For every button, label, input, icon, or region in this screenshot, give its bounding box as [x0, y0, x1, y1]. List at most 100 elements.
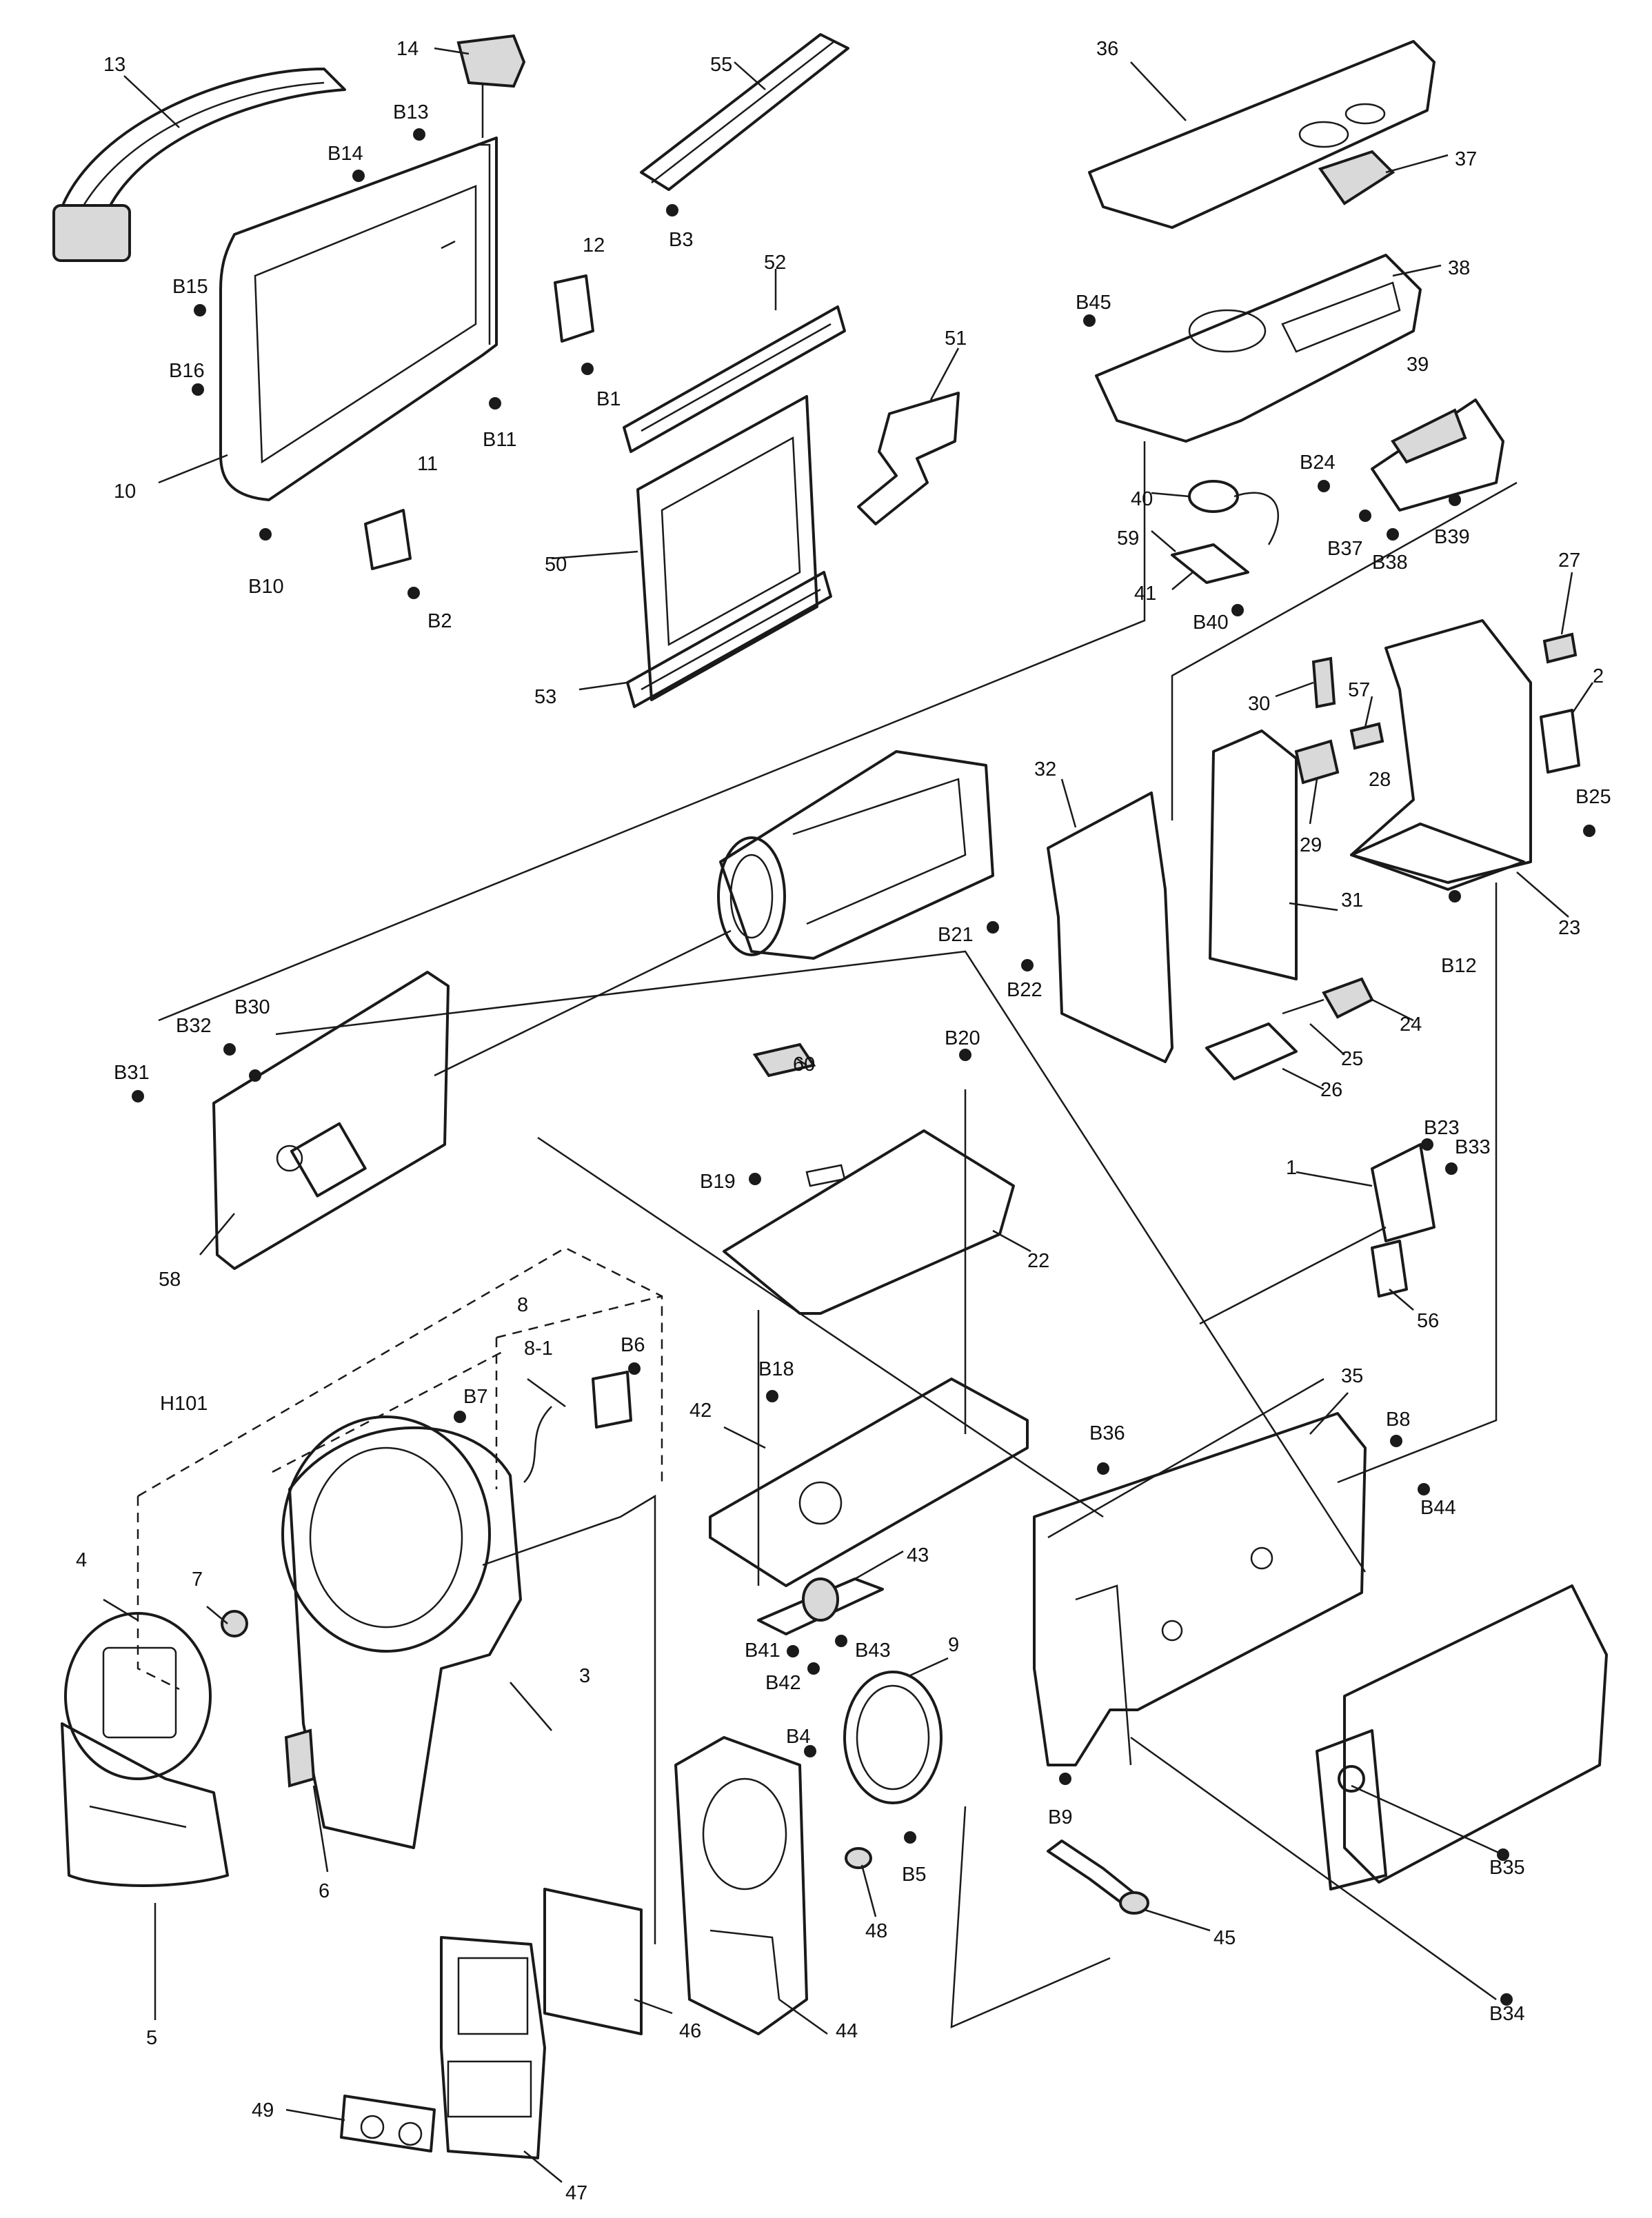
- knob-14: [456, 34, 526, 138]
- chassis-42: [709, 1378, 1029, 1587]
- top-strip-55: [640, 33, 849, 191]
- pad-60: [752, 1042, 816, 1078]
- label-b23: B23: [1424, 1117, 1460, 1139]
- label-7: 7: [192, 1569, 203, 1591]
- label-32: 32: [1034, 758, 1056, 780]
- lens-frame-44: [674, 1736, 808, 2035]
- lens-unit: [717, 750, 994, 960]
- label-b22: B22: [1007, 979, 1042, 1001]
- label-b34: B34: [1489, 2003, 1525, 2025]
- clip-27: [1542, 632, 1578, 664]
- label-b2: B2: [427, 610, 452, 632]
- label-44: 44: [836, 2020, 858, 2042]
- label-5: 5: [146, 2027, 157, 2049]
- main-board-22: [723, 1129, 1015, 1315]
- label-b21: B21: [938, 924, 974, 946]
- label-22: 22: [1027, 1250, 1049, 1272]
- label-b33: B33: [1455, 1136, 1491, 1158]
- label-b16: B16: [169, 360, 205, 382]
- label-29: 29: [1300, 834, 1322, 856]
- label-1: 1: [1286, 1157, 1297, 1179]
- main-frame-35: [1033, 1412, 1367, 1766]
- label-39: 39: [1407, 354, 1429, 376]
- motor-plate-43: [757, 1577, 884, 1635]
- front-panel-47: [440, 1936, 546, 2159]
- label-13: 13: [103, 54, 125, 76]
- label-b18: B18: [758, 1358, 794, 1380]
- label-36: 36: [1096, 38, 1118, 60]
- knob-48: [845, 1847, 872, 1869]
- lcd-panel-50: [636, 395, 818, 701]
- label-b13: B13: [393, 101, 429, 123]
- label-b7: B7: [463, 1386, 487, 1408]
- label-b38: B38: [1372, 552, 1408, 574]
- small-parts-28-30: [1294, 656, 1384, 785]
- label-3: 3: [579, 1665, 590, 1687]
- label-b42: B42: [765, 1672, 801, 1694]
- label-23: 23: [1558, 917, 1580, 939]
- label-56: 56: [1417, 1310, 1439, 1332]
- chassis-frame-32: [1047, 792, 1173, 1063]
- screws: [132, 128, 1595, 2006]
- top-cover-36: [1088, 40, 1436, 229]
- label-b31: B31: [114, 1062, 150, 1084]
- label-6: 6: [319, 1880, 330, 1902]
- label-2: 2: [1593, 665, 1604, 687]
- label-14: 14: [396, 38, 419, 60]
- jack-49: [340, 2095, 436, 2153]
- label-b32: B32: [176, 1015, 212, 1037]
- label-8-1: 8-1: [524, 1338, 553, 1360]
- label-b36: B36: [1089, 1422, 1125, 1444]
- label-10: 10: [114, 481, 136, 503]
- label-b12: B12: [1441, 955, 1477, 977]
- label-b24: B24: [1300, 452, 1336, 474]
- cap-7: [221, 1610, 248, 1637]
- front-cover-3: [281, 1415, 522, 1849]
- board-1: [1371, 1143, 1436, 1242]
- connector-strip-53: [626, 571, 832, 708]
- board-31: [1209, 729, 1298, 980]
- label-55: 55: [710, 54, 732, 76]
- label-b37: B37: [1327, 538, 1363, 560]
- label-b35: B35: [1489, 1857, 1525, 1879]
- label-b30: B30: [234, 996, 270, 1018]
- label-35: 35: [1341, 1365, 1363, 1387]
- label-59: 59: [1117, 527, 1139, 550]
- label-b9: B9: [1048, 1806, 1072, 1828]
- label-38: 38: [1448, 257, 1470, 279]
- label-48: 48: [865, 1920, 887, 1942]
- label-b5: B5: [902, 1864, 926, 1886]
- part-number-labels: 13 14 55 36 37 B13 B14 B3 38 12 52 B15 B…: [76, 38, 1611, 2204]
- label-58: 58: [159, 1269, 181, 1291]
- label-9: 9: [948, 1634, 959, 1656]
- label-h101: H101: [160, 1393, 208, 1415]
- plate-2: [1540, 709, 1580, 774]
- flex-51: [857, 392, 960, 525]
- flex-56: [1371, 1240, 1408, 1298]
- label-47: 47: [565, 2182, 587, 2204]
- button-37: [1318, 150, 1396, 205]
- front-ring-4: [64, 1612, 212, 1780]
- plate-46: [543, 1888, 643, 2035]
- label-11: 11: [417, 453, 438, 475]
- label-b20: B20: [945, 1027, 980, 1049]
- label-b45: B45: [1076, 292, 1111, 314]
- label-b1: B1: [596, 388, 621, 410]
- speaker-40: [1188, 480, 1280, 545]
- lcd-frame-10: [219, 137, 498, 501]
- hand-strap: [52, 68, 346, 262]
- side-frame-58: [212, 971, 450, 1270]
- label-26: 26: [1320, 1079, 1342, 1101]
- label-25: 25: [1341, 1048, 1363, 1070]
- label-53: 53: [534, 686, 556, 708]
- label-b4: B4: [786, 1726, 810, 1748]
- label-28: 28: [1369, 769, 1391, 791]
- label-8: 8: [517, 1294, 528, 1316]
- label-24: 24: [1400, 1014, 1422, 1036]
- label-b40: B40: [1193, 612, 1229, 634]
- top-case-38: [1095, 254, 1422, 443]
- label-b15: B15: [172, 276, 208, 298]
- strap-pin-45: [1047, 1839, 1149, 1915]
- label-b25: B25: [1575, 786, 1611, 808]
